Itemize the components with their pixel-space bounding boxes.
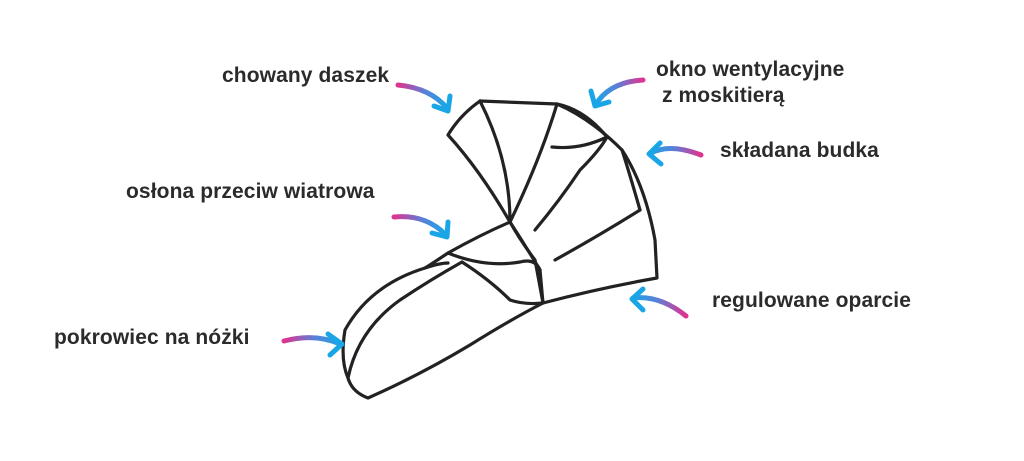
label-vent-line1: okno wentylacyjne	[656, 58, 845, 81]
label-vent-line2: z moskitierą	[662, 84, 785, 107]
vent-window-shape	[550, 102, 609, 150]
visor-arrow	[395, 82, 450, 111]
label-wind-text: osłona przeciw wiatrowa	[126, 180, 375, 203]
label-folding-hood: składana budka	[720, 138, 879, 164]
label-visor: chowany daszek	[222, 63, 389, 89]
footcover-shape	[346, 260, 464, 380]
stroller-outline	[341, 99, 659, 400]
fold-arrow	[648, 146, 704, 158]
label-fold-text: składana budka	[720, 139, 879, 162]
windshield-arrow	[391, 214, 448, 237]
label-backrest: regulowane oparcie	[712, 288, 911, 314]
backrest-arrow	[630, 295, 689, 319]
label-visor-text: chowany daszek	[222, 64, 390, 87]
label-windshield: osłona przeciw wiatrowa	[126, 179, 375, 205]
label-footcover-text: pokrowiec na nóżki	[54, 326, 250, 349]
label-vent-window: okno wentylacyjne z moskitierą	[656, 57, 844, 109]
label-backrest-text: regulowane oparcie	[712, 289, 912, 312]
hood-shape	[478, 99, 659, 305]
visor-shape	[446, 99, 512, 224]
seat-shape	[341, 220, 545, 400]
vent-arrow	[593, 77, 646, 107]
label-footcover: pokrowiec na nóżki	[54, 325, 250, 351]
